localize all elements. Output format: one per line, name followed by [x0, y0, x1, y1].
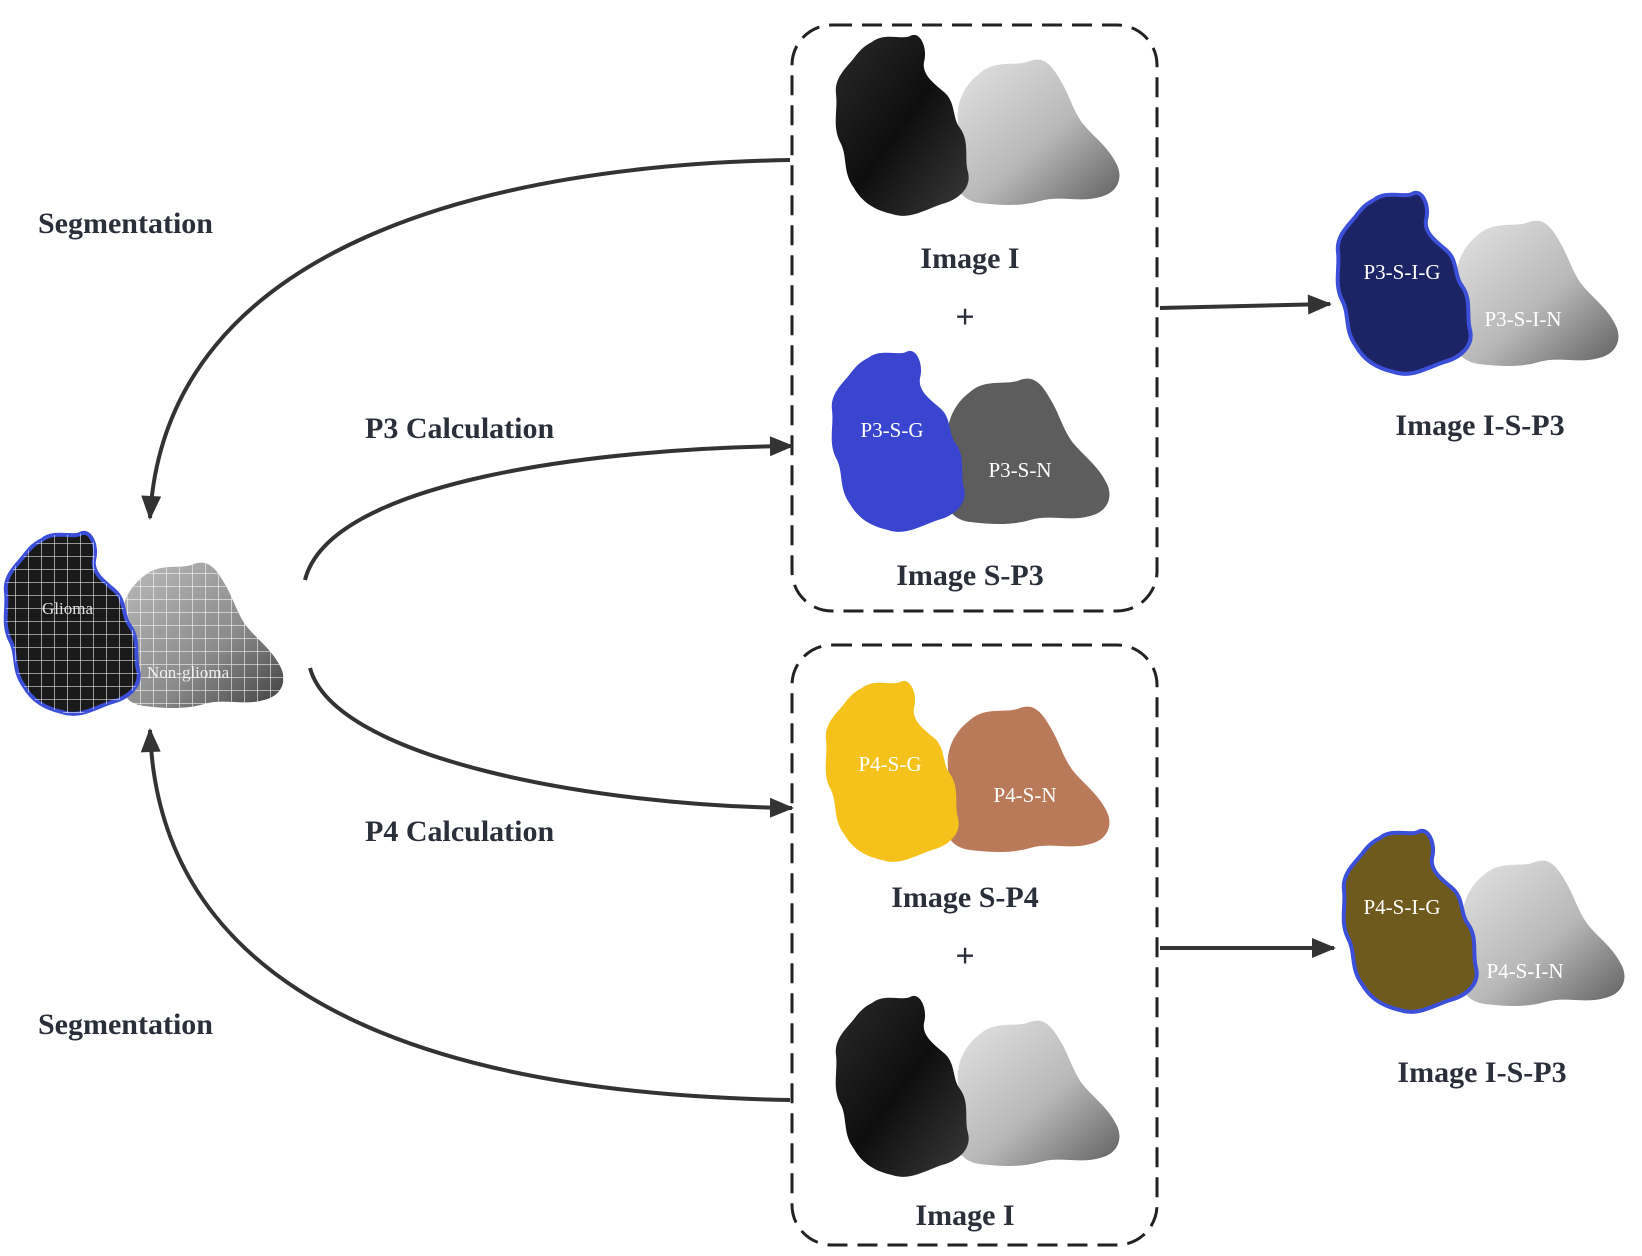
- p3-s-n-region: [943, 378, 1110, 524]
- p4-calculation-arrow: [308, 667, 794, 818]
- result-p3-caption: Image I-S-P3: [1395, 409, 1564, 442]
- p4-image-i-caption: Image I: [915, 1199, 1014, 1232]
- p3-result-arrow: [1159, 294, 1332, 315]
- p4-s-g-label: P4-S-G: [858, 752, 921, 776]
- p3-s-g-label: P3-S-G: [860, 418, 923, 442]
- p3-input-box: [790, 23, 1159, 613]
- p4-calculation-label: P4 Calculation: [365, 815, 554, 848]
- result-p3-non-glioma-region: [1452, 220, 1619, 366]
- result-p4-glioma-region: [1341, 828, 1479, 1014]
- segmentation-top-label: Segmentation: [38, 207, 213, 240]
- p4-plus-sign: +: [955, 938, 974, 975]
- result-p3-glioma-label: P3-S-I-G: [1364, 260, 1441, 284]
- p3-calculation-label: P3 Calculation: [365, 412, 554, 445]
- source-glioma-label: Glioma: [42, 599, 93, 618]
- result-p3-non-glioma-label: P3-S-I-N: [1485, 307, 1562, 331]
- result-p4-non-glioma-region: [1458, 860, 1625, 1006]
- p3-image-i-caption: Image I: [920, 242, 1019, 275]
- source-non-glioma-label: Non-glioma: [147, 663, 230, 682]
- result-p4-caption: Image I-S-P3: [1397, 1056, 1566, 1089]
- source-image: Glioma Non-glioma: [3, 530, 284, 716]
- segmentation-bottom-arrow: [140, 728, 791, 1102]
- p4-s-n-region: [943, 706, 1110, 852]
- p3-plus-sign: +: [955, 299, 974, 336]
- result-p4-non-glioma-label: P4-S-I-N: [1487, 959, 1564, 983]
- p4-input-box: [790, 643, 1159, 1247]
- p4-s-caption: Image S-P4: [891, 881, 1038, 914]
- p4-image-i: [835, 995, 1120, 1177]
- source-glioma-region: [3, 530, 141, 716]
- result-p4-glioma-label: P4-S-I-G: [1364, 895, 1441, 919]
- p3-s-n-label: P3-S-N: [988, 458, 1051, 482]
- p4-s-n-label: P4-S-N: [993, 783, 1056, 807]
- p3-s-caption: Image S-P3: [896, 559, 1043, 592]
- p3-calculation-arrow: [303, 436, 794, 581]
- segmentation-top-arrow: [141, 158, 791, 520]
- p3-image-i: [835, 34, 1120, 216]
- segmentation-bottom-label: Segmentation: [38, 1008, 213, 1041]
- source-non-glioma-region: [117, 562, 284, 708]
- result-p4-image: [1341, 828, 1625, 1014]
